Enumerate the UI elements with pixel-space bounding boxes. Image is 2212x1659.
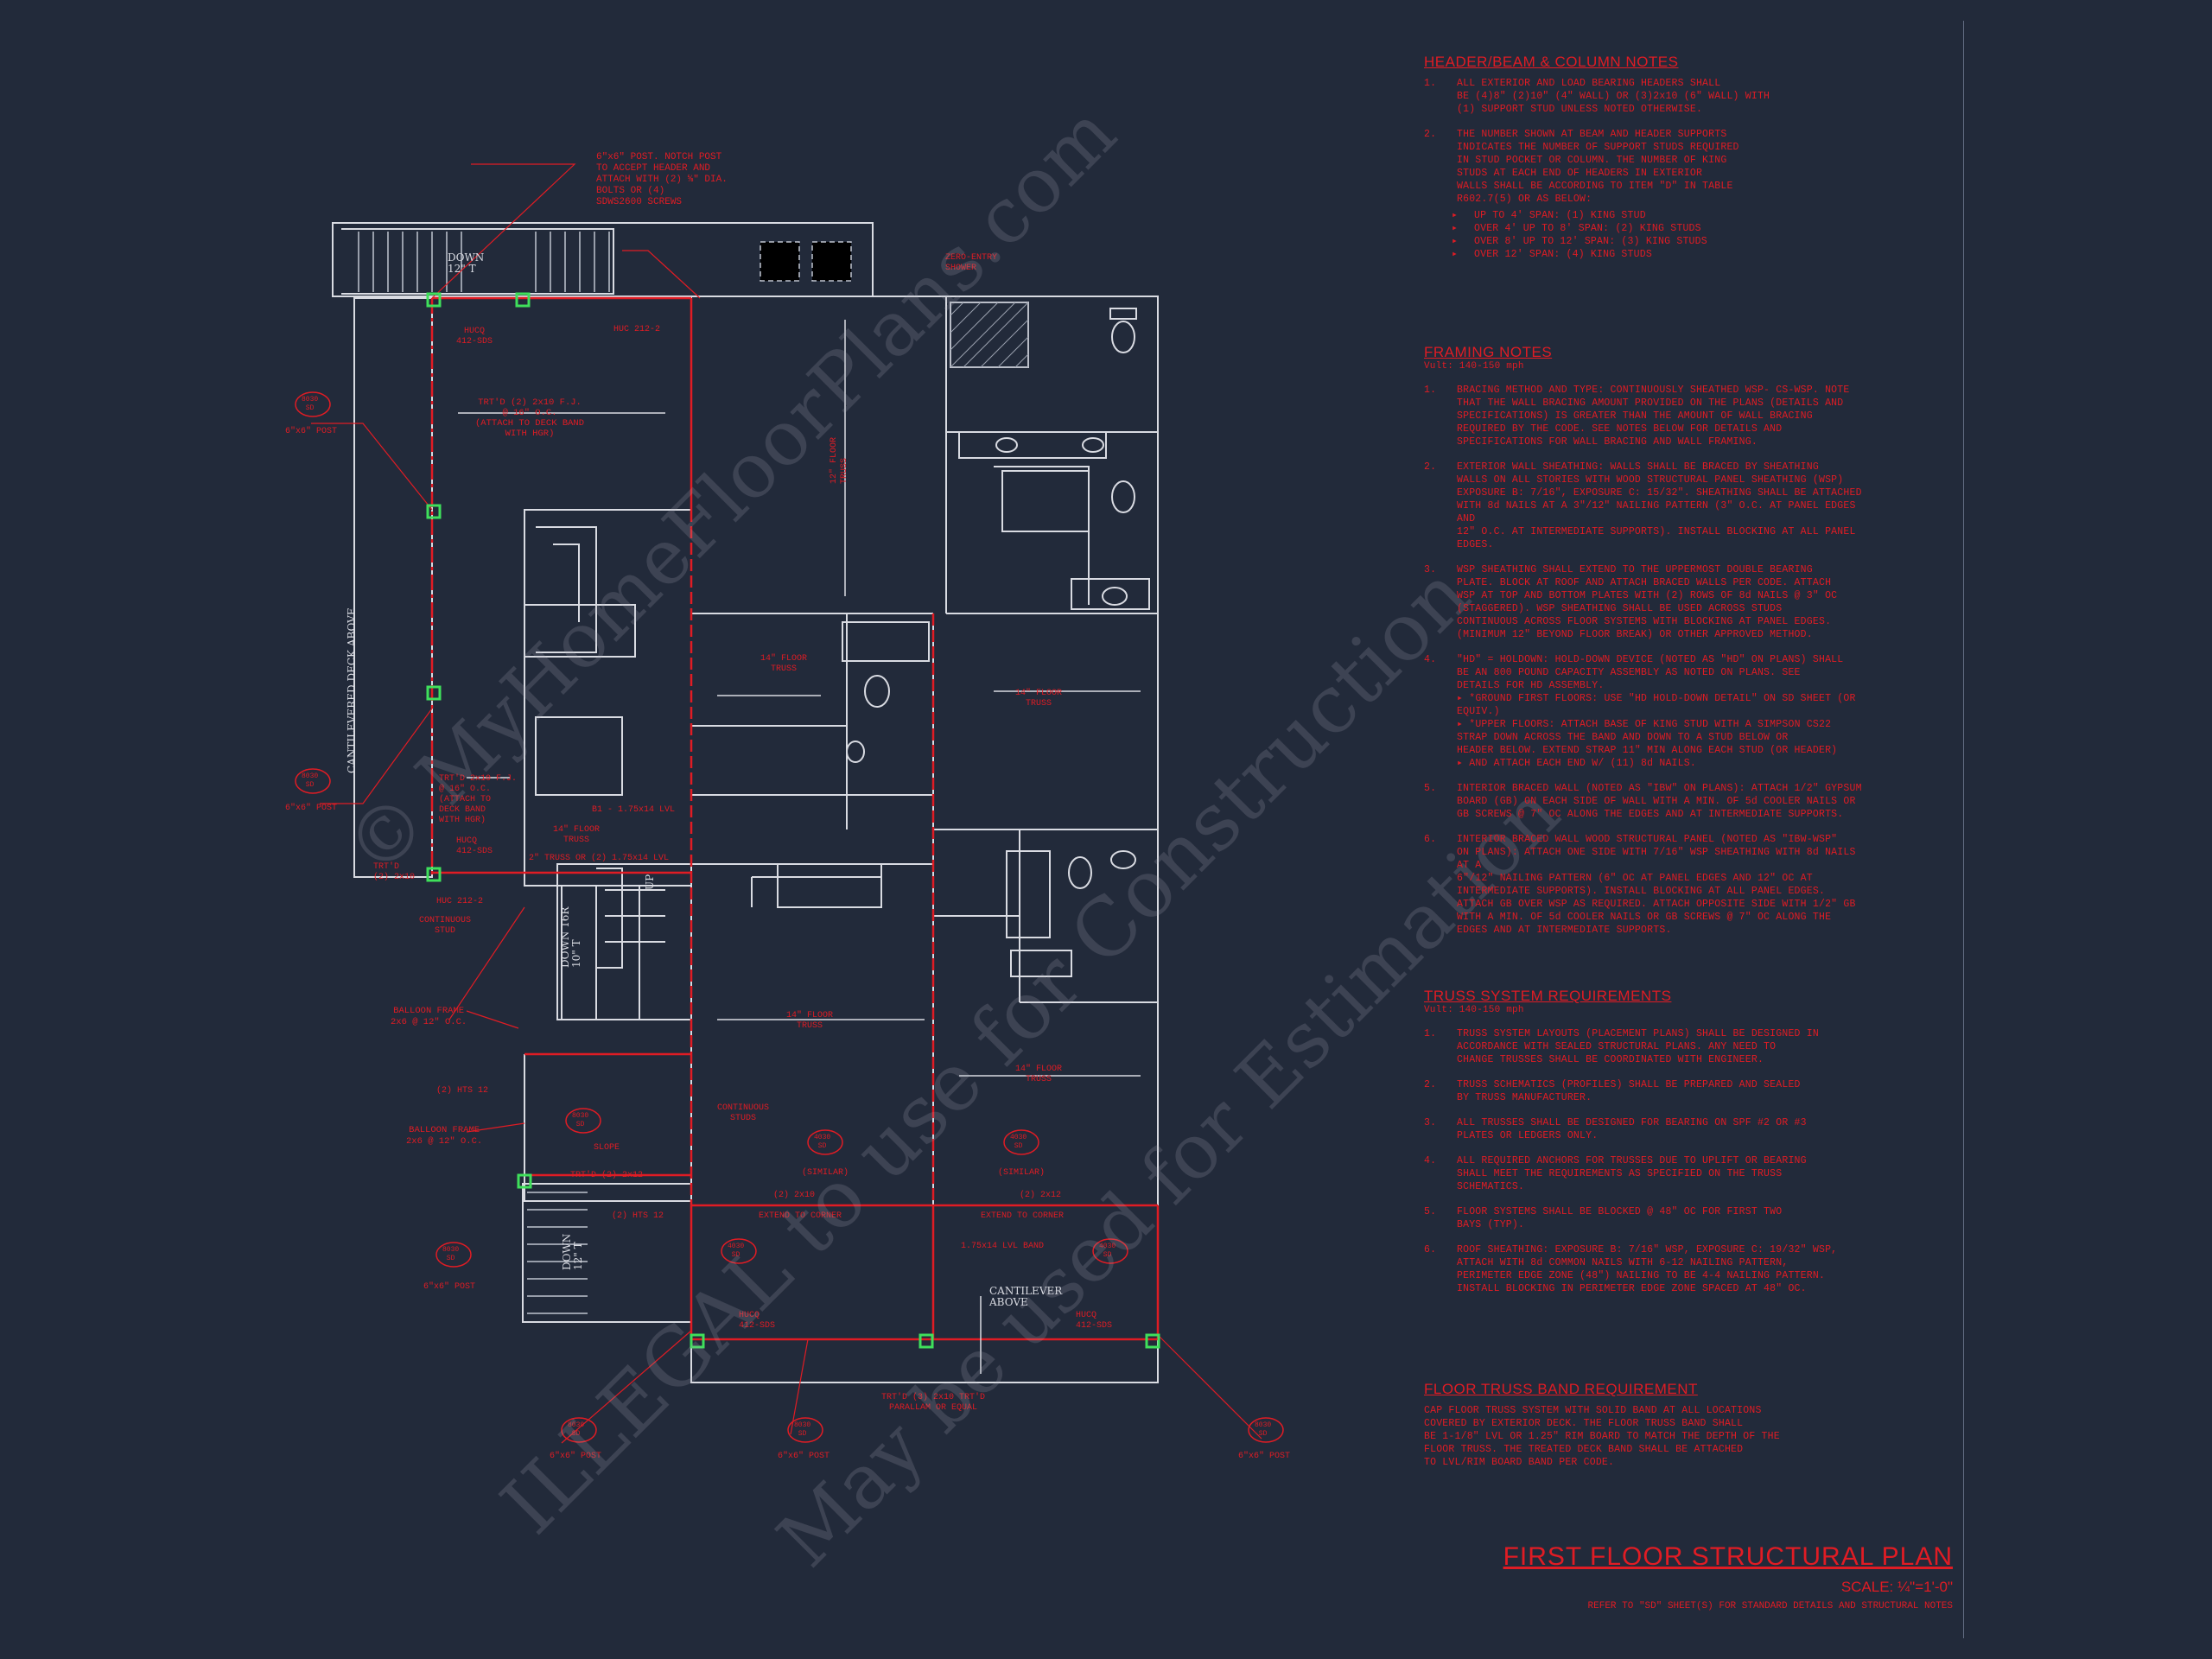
floor-truss-label-2: 14" FLOOR TRUSS: [1015, 689, 1063, 709]
truss-item: 1.TRUSS SYSTEM LAYOUTS (PLACEMENT PLANS)…: [1424, 1028, 1819, 1065]
header-beam-title: HEADER/BEAM & COLUMN NOTES: [1424, 54, 1679, 70]
framing-item: 5.INTERIOR BRACED WALL (NOTED AS "IBW" O…: [1424, 783, 1862, 820]
hucq-label-4: HUCQ 412-SDS: [1076, 1311, 1113, 1331]
band-title: FLOOR TRUSS BAND REQUIREMENT: [1424, 1381, 1698, 1397]
balloon-frame-label-1: BALLOON FRAME 2x6 @ 12" O.C.: [391, 1006, 467, 1027]
floor-truss-label-5: 14" FLOOR TRUSS: [553, 825, 601, 845]
trtd-floor-joist-side-label: TRT'D 2x10 F.J. @ 16" O.C. (ATTACH TO DE…: [439, 774, 518, 825]
post-tag-5: 4030 SD: [1010, 1134, 1027, 1150]
framing-item: 4."HD" = HOLDOWN: HOLD-DOWN DEVICE (NOTE…: [1424, 654, 1856, 769]
truss-item: 2.TRUSS SCHEMATICS (PROFILES) SHALL BE P…: [1424, 1079, 1801, 1103]
cantilever-above-label: CANTILEVER ABOVE: [989, 1285, 1063, 1308]
truss-item: 5.FLOOR SYSTEMS SHALL BE BLOCKED @ 48" O…: [1424, 1206, 1783, 1230]
framing-notes: FRAMING NOTES Vult: 140-150 mph 1.BRACIN…: [1424, 344, 1873, 949]
porch-outline: [690, 1205, 1159, 1383]
truss-item: 6.ROOF SHEATHING: EXPOSURE B: 7/16" WSP,…: [1424, 1244, 1838, 1294]
post-tag-9: 8030 SD: [568, 1421, 585, 1438]
post-tag-6: 8030 SD: [442, 1246, 460, 1262]
king-stud-list: UP TO 4' SPAN: (1) KING STUD OVER 4' UP …: [1452, 209, 1873, 261]
hucq-label-3: HUCQ 412-SDS: [739, 1311, 776, 1331]
trtd-2x10-label: TRT'D (2) 2x10: [373, 862, 416, 882]
trtd-floor-joist-label: TRT'D (2) 2x10 F.J. @ 16" O.C. (ATTACH T…: [475, 397, 585, 439]
truss-item: 3.ALL TRUSSES SHALL BE DESIGNED FOR BEAR…: [1424, 1117, 1807, 1141]
post-tag-3: 8030 SD: [572, 1112, 589, 1128]
post-label-2: 6"x6" POST: [285, 804, 338, 813]
header-beam-item: 2.THE NUMBER SHOWN AT BEAM AND HEADER SU…: [1424, 129, 1739, 205]
beam-b2-label: 2" TRUSS OR (2) 1.75x14 LVL: [529, 854, 670, 863]
band-text: CAP FLOOR TRUSS SYSTEM WITH SOLID BAND A…: [1424, 1405, 1780, 1468]
beam-b1-label: B1 - 1.75x14 LVL: [592, 805, 676, 815]
sheet-title: FIRST FLOOR STRUCTURAL PLAN: [1503, 1542, 1953, 1571]
cantilevered-deck-label: CANTILEVERED DECK ABOVE: [346, 607, 358, 773]
sheet-reference: REFER TO "SD" SHEET(S) FOR STANDARD DETA…: [1587, 1601, 1953, 1611]
stair-down-label-top: DOWN 12" T: [448, 251, 485, 275]
huc-label-1: HUC 212-2: [613, 325, 661, 334]
title-block: FIRST FLOOR STRUCTURAL PLAN SCALE: ¼"=1'…: [1503, 1542, 1953, 1611]
truss-notes: TRUSS SYSTEM REQUIREMENTS Vult: 140-150 …: [1424, 988, 1873, 1307]
post-tag-2: 8030 SD: [302, 772, 319, 789]
hucq-label-2: HUCQ 412-SDS: [456, 836, 493, 856]
stair-up-label: UP: [644, 874, 656, 890]
post-label-5: 6"x6" POST: [778, 1452, 830, 1461]
post-tag-11: 8030 SD: [1255, 1421, 1272, 1438]
hts-label-1: (2) HTS 12: [436, 1086, 489, 1096]
post-tag-1: 8030 SD: [302, 396, 319, 412]
sheet-border: [1963, 21, 1964, 1638]
lvl-band-label: 1.75x14 LVL BAND: [961, 1242, 1045, 1251]
truss-subtitle: Vult: 140-150 mph: [1424, 1005, 1524, 1015]
floor-truss-label-3: 14" FLOOR TRUSS: [786, 1011, 834, 1031]
post-tag-8: 4030 SD: [1099, 1243, 1116, 1259]
trtd-2x12-label: TRT'D (2) 2x12: [570, 1171, 644, 1180]
hts-label-2: (2) HTS 12: [612, 1211, 664, 1221]
trtd-band-label: TRT'D (3) 2x10 TRT'D PARALLAM OR EQUAL: [881, 1393, 986, 1413]
header-beam-notes: HEADER/BEAM & COLUMN NOTES 1.ALL EXTERIO…: [1424, 54, 1873, 271]
similar-label-1: (SIMILAR): [802, 1168, 849, 1178]
hucq-label-1: HUCQ 412-SDS: [456, 327, 493, 346]
slope-label: SLOPE: [594, 1143, 620, 1153]
framing-item: 2.EXTERIOR WALL SHEATHING: WALLS SHALL B…: [1424, 461, 1862, 550]
similar-label-2: (SIMILAR): [998, 1168, 1046, 1178]
truss-item: 4.ALL REQUIRED ANCHORS FOR TRUSSES DUE T…: [1424, 1155, 1807, 1192]
post-tag-4: 4030 SD: [814, 1134, 831, 1150]
framing-item: 1.BRACING METHOD AND TYPE: CONTINUOUSLY …: [1424, 385, 1850, 448]
framing-subtitle: Vult: 140-150 mph: [1424, 361, 1524, 372]
post-tag-10: 8030 SD: [794, 1421, 811, 1438]
floor-truss-label-1: 14" FLOOR TRUSS: [760, 654, 808, 674]
truss-title: TRUSS SYSTEM REQUIREMENTS: [1424, 988, 1672, 1004]
header-beam-item: 1.ALL EXTERIOR AND LOAD BEARING HEADERS …: [1424, 78, 1770, 115]
continuous-stud-label: CONTINUOUS STUD: [419, 916, 472, 936]
framing-item: 3.WSP SHEATHING SHALL EXTEND TO THE UPPE…: [1424, 564, 1838, 640]
band-notes: FLOOR TRUSS BAND REQUIREMENT CAP FLOOR T…: [1424, 1382, 1873, 1469]
side-deck: [353, 297, 433, 878]
huc-label-2: HUC 212-2: [436, 897, 484, 906]
sheet-scale: SCALE: ¼"=1'-0": [1840, 1579, 1953, 1595]
header-2x10-label: (2) 2x10: [773, 1191, 816, 1200]
extend-corner-label-2: EXTEND TO CORNER: [981, 1211, 1065, 1221]
extend-corner-label-1: EXTEND TO CORNER: [759, 1211, 842, 1221]
continuous-studs-label: CONTINUOUS STUDS: [717, 1103, 770, 1123]
post-label-4: 6"x6" POST: [550, 1452, 602, 1461]
stair-down-label-bottom: DOWN 12" T: [561, 1233, 584, 1270]
stair-down-16r-label: DOWN 16R 10" T: [559, 906, 582, 968]
zero-entry-shower-label: ZERO-ENTRY SHOWER: [945, 253, 998, 273]
post-label-1: 6"x6" POST: [285, 427, 338, 436]
header-2x12-label: (2) 2x12: [1020, 1191, 1062, 1200]
post-label-6: 6"x6" POST: [1238, 1452, 1291, 1461]
post-label-3: 6"x6" POST: [423, 1282, 476, 1292]
framing-title: FRAMING NOTES: [1424, 344, 1553, 360]
balloon-frame-label-2: BALLOON FRAME 2x6 @ 12" O.C.: [406, 1125, 483, 1147]
post-notch-note: 6"x6" POST. NOTCH POST TO ACCEPT HEADER …: [596, 152, 728, 207]
framing-item: 6.INTERIOR BRACED WALL WOOD STRUCTURAL P…: [1424, 834, 1856, 936]
floor-truss-label-6: 12" FLOOR TRUSS: [830, 436, 849, 484]
floor-truss-label-4: 14" FLOOR TRUSS: [1015, 1065, 1063, 1084]
post-tag-7: 4030 SD: [728, 1243, 745, 1259]
